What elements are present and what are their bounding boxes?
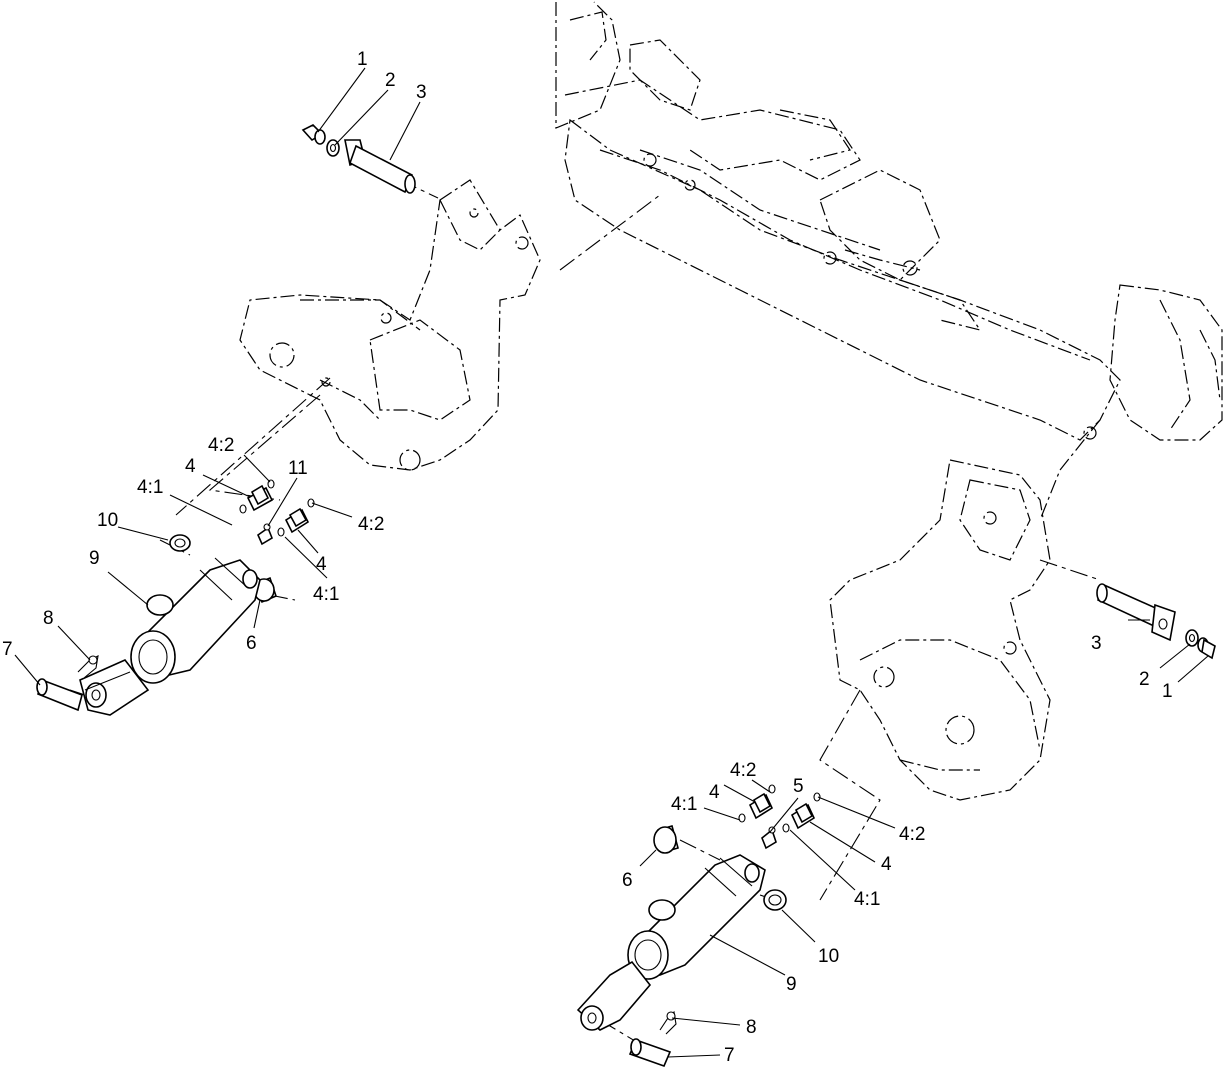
right-pin-3	[1096, 583, 1176, 642]
right-cylinder-assembly	[576, 784, 821, 1068]
callout-right-1: 1	[1162, 681, 1173, 702]
callout-left-4-1-lower: 4:1	[313, 584, 339, 605]
callout-labels: 1 2 3 4:2 4 11 4:1 10 4:2 4 4:1 9 6 8 7 …	[2, 49, 1173, 1066]
callout-right-9: 9	[786, 974, 797, 995]
callout-right-4-1-upper: 4:1	[671, 794, 697, 815]
right-pin-assembly	[1096, 583, 1216, 660]
callout-left-3: 3	[416, 82, 427, 103]
callout-right-4-2-lower: 4:2	[899, 824, 925, 845]
left-bushing-10	[169, 534, 191, 552]
left-clevis	[79, 659, 150, 716]
callout-right-10: 10	[818, 946, 839, 967]
callout-left-11: 11	[288, 458, 308, 479]
callout-right-2: 2	[1139, 669, 1150, 690]
left-pin-assembly	[301, 124, 416, 194]
callout-left-4-2-lower: 4:2	[358, 514, 384, 535]
callout-left-7: 7	[2, 639, 13, 660]
callout-left-4-lower: 4	[316, 554, 327, 575]
callout-left-1: 1	[357, 49, 368, 70]
right-bolt-1	[1197, 637, 1216, 660]
left-cylinder-9	[130, 557, 261, 684]
left-pin-7	[36, 678, 83, 712]
right-fittings	[738, 784, 821, 850]
phantom-left-bracket	[239, 179, 541, 471]
left-cylinder-assembly	[36, 479, 315, 716]
callout-left-10: 10	[97, 510, 118, 531]
leader-lines	[14, 67, 1209, 1058]
callout-left-4-upper: 4	[185, 456, 196, 477]
callout-right-4-1-lower: 4:1	[854, 889, 880, 910]
callout-right-4-2-upper: 4:2	[730, 760, 756, 781]
right-clevis	[576, 960, 652, 1031]
left-pin-3	[344, 139, 416, 194]
left-bolt-1	[301, 124, 326, 145]
callout-left-2: 2	[385, 70, 396, 91]
callout-right-6: 6	[622, 870, 633, 891]
right-cylinder-9	[627, 854, 766, 980]
left-clip-8	[77, 655, 99, 679]
phantom-main-frame	[555, 1, 1223, 521]
right-clip-8	[659, 1010, 677, 1035]
callout-right-8: 8	[746, 1017, 757, 1038]
right-bushing-6	[653, 825, 679, 854]
callout-left-6: 6	[246, 633, 257, 654]
callout-right-4-lower: 4	[881, 854, 892, 875]
callout-right-4-upper: 4	[709, 782, 720, 803]
right-bushing-10	[763, 889, 787, 911]
callout-right-3: 3	[1091, 633, 1102, 654]
callout-right-7: 7	[724, 1045, 735, 1066]
phantom-right-bracket	[829, 459, 1051, 801]
left-fittings	[239, 479, 315, 546]
callout-right-5: 5	[793, 776, 804, 797]
callout-left-9: 9	[89, 548, 100, 569]
right-washer-2	[1185, 629, 1199, 647]
callout-left-8: 8	[43, 608, 54, 629]
callout-left-4-2-upper: 4:2	[208, 435, 234, 456]
callout-left-4-1-upper: 4:1	[137, 477, 163, 498]
right-pin-7	[628, 1038, 672, 1068]
